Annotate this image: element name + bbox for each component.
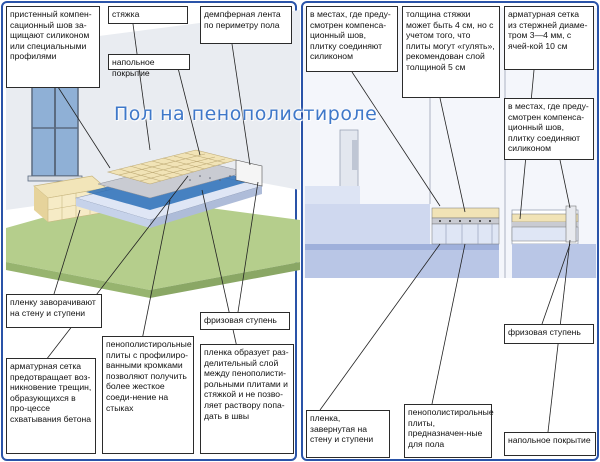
label-comp-seam-top: в местах, где преду-смотрен компенса-цио… [306,6,398,72]
label-reinforcing-mesh: арматурная сетка предотвращает воз-никно… [6,358,96,454]
label-eps-for-floor: пенополистирольные плиты, предназначен-н… [404,404,494,458]
label-film-wrapped: пленка, завернутая на стену и ступени [306,410,390,458]
diagram-title: Пол на пенополистироле [114,103,378,125]
label-eps-plates: пенополистирольные плиты с профилиро-ван… [102,336,194,454]
label-rebar-mesh: арматурная сетка из стержней диаме-тром … [504,6,594,70]
label-floor-covering-left: напольное покрытие [108,54,190,78]
label-frieze-step-left: фризовая ступень [200,312,290,330]
label-film-wrap: пленку заворачивают на стену и ступени [6,294,102,328]
label-floor-covering-right: напольное покрытие [504,432,596,456]
label-frieze-step-right: фризовая ступень [504,324,594,344]
label-separating-film: пленка образует раз-делительный слой меж… [200,344,294,454]
label-wall-seam: пристенный компен-сационный шов за-щищаю… [6,6,100,88]
label-screed-thickness: толщина стяжки может быть 4 см, но с уче… [402,6,500,98]
window [27,83,83,182]
right-panel-frame [301,1,599,461]
label-screed: стяжка [108,6,188,24]
label-damper-tape: демпферная лента по периметру пола [200,6,292,44]
label-comp-seam-side: в местах, где преду-смотрен компенса-цио… [504,98,594,160]
